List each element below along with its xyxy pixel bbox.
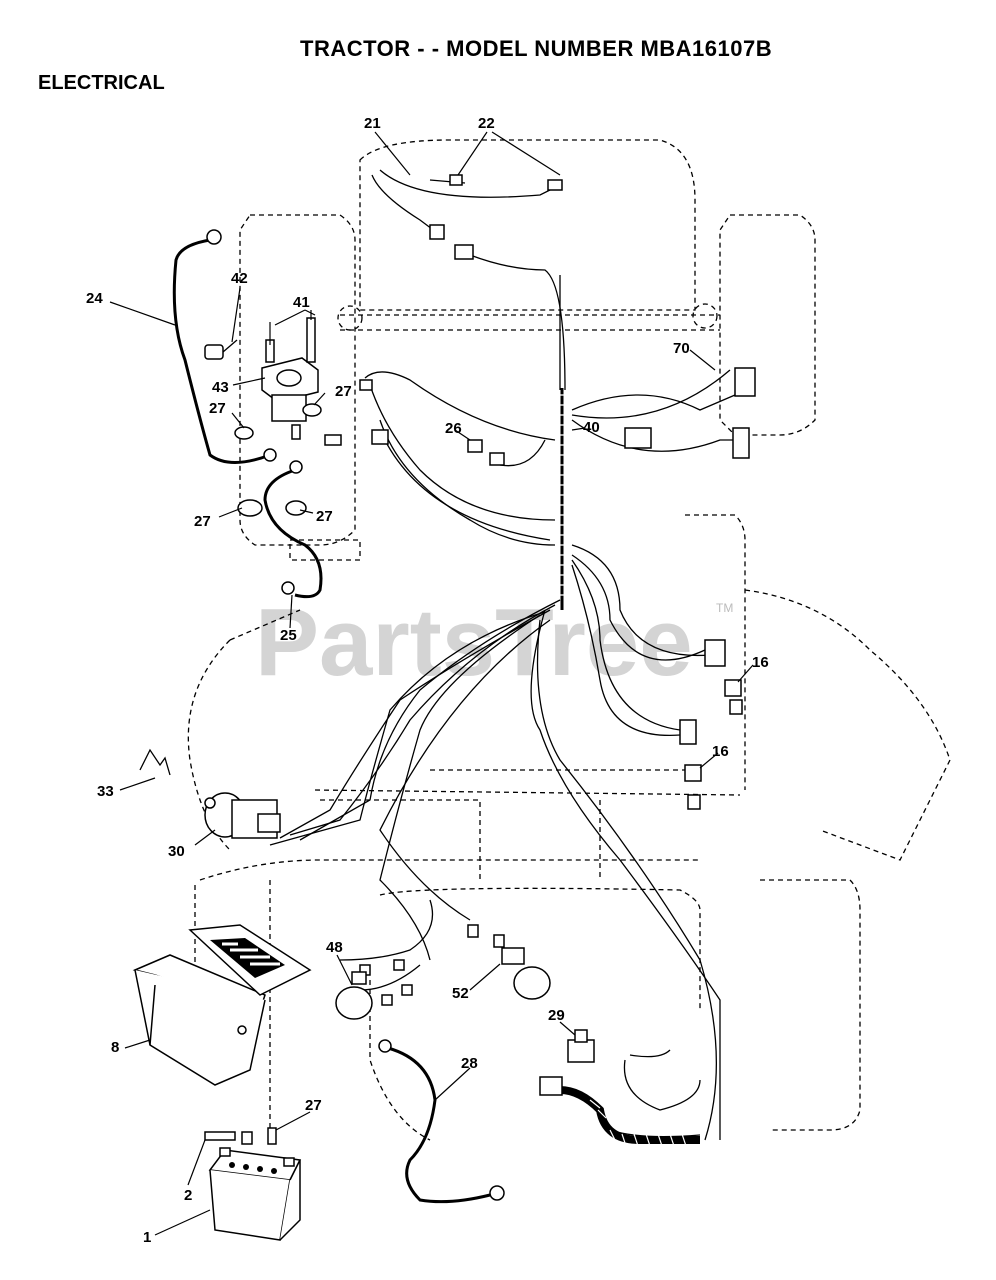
callout-29: 29 <box>548 1007 565 1024</box>
callout-48: 48 <box>326 939 343 956</box>
connectors <box>324 174 756 1006</box>
cable-24 <box>172 229 277 464</box>
callout-22: 22 <box>478 115 495 132</box>
callout-27-battery: 27 <box>305 1097 322 1114</box>
callout-70: 70 <box>673 340 690 357</box>
switch-33 <box>139 748 171 776</box>
callout-16-lower: 16 <box>712 743 729 760</box>
callout-27-nut-right: 27 <box>316 508 333 525</box>
callout-52: 52 <box>452 985 469 1002</box>
callout-27-solenoid-right: 27 <box>335 383 352 400</box>
tractor-outline <box>187 139 951 1141</box>
callout-30: 30 <box>168 843 185 860</box>
callout-27-nut-left: 27 <box>194 513 211 530</box>
callout-21: 21 <box>364 115 381 132</box>
callout-27-solenoid-left: 27 <box>209 400 226 417</box>
ignition-switch <box>204 792 281 839</box>
callout-24: 24 <box>86 290 103 307</box>
callout-16-upper: 16 <box>752 654 769 671</box>
headlights <box>335 947 551 1020</box>
callout-8: 8 <box>111 1039 119 1056</box>
callout-1: 1 <box>143 1229 151 1246</box>
harness-wires <box>269 169 740 1141</box>
callout-2: 2 <box>184 1187 192 1204</box>
callout-41: 41 <box>293 294 310 311</box>
cable-25 <box>263 460 323 599</box>
leader-lines <box>109 131 754 1236</box>
page-title: TRACTOR - - MODEL NUMBER MBA16107B <box>300 36 773 61</box>
callout-25: 25 <box>280 627 297 644</box>
callout-43: 43 <box>212 379 229 396</box>
battery <box>204 1127 302 1241</box>
solenoid <box>204 317 322 517</box>
coil-cord <box>559 1086 700 1147</box>
callout-26: 26 <box>445 420 462 437</box>
section-title: ELECTRICAL <box>38 72 165 94</box>
watermark-tm: TM <box>716 601 733 615</box>
cable-28 <box>378 1039 505 1204</box>
callout-42: 42 <box>231 270 248 287</box>
battery-box <box>132 924 312 1086</box>
watermark: PartsTree <box>255 589 693 696</box>
bolts <box>269 310 312 345</box>
callouts: 21 22 24 42 41 43 27 27 27 27 26 40 70 2… <box>86 115 769 1246</box>
callout-28: 28 <box>461 1055 478 1072</box>
seat-switch <box>539 1029 595 1096</box>
callout-40: 40 <box>583 419 600 436</box>
callout-33: 33 <box>97 783 114 800</box>
wiring-harness-coil <box>552 388 572 610</box>
